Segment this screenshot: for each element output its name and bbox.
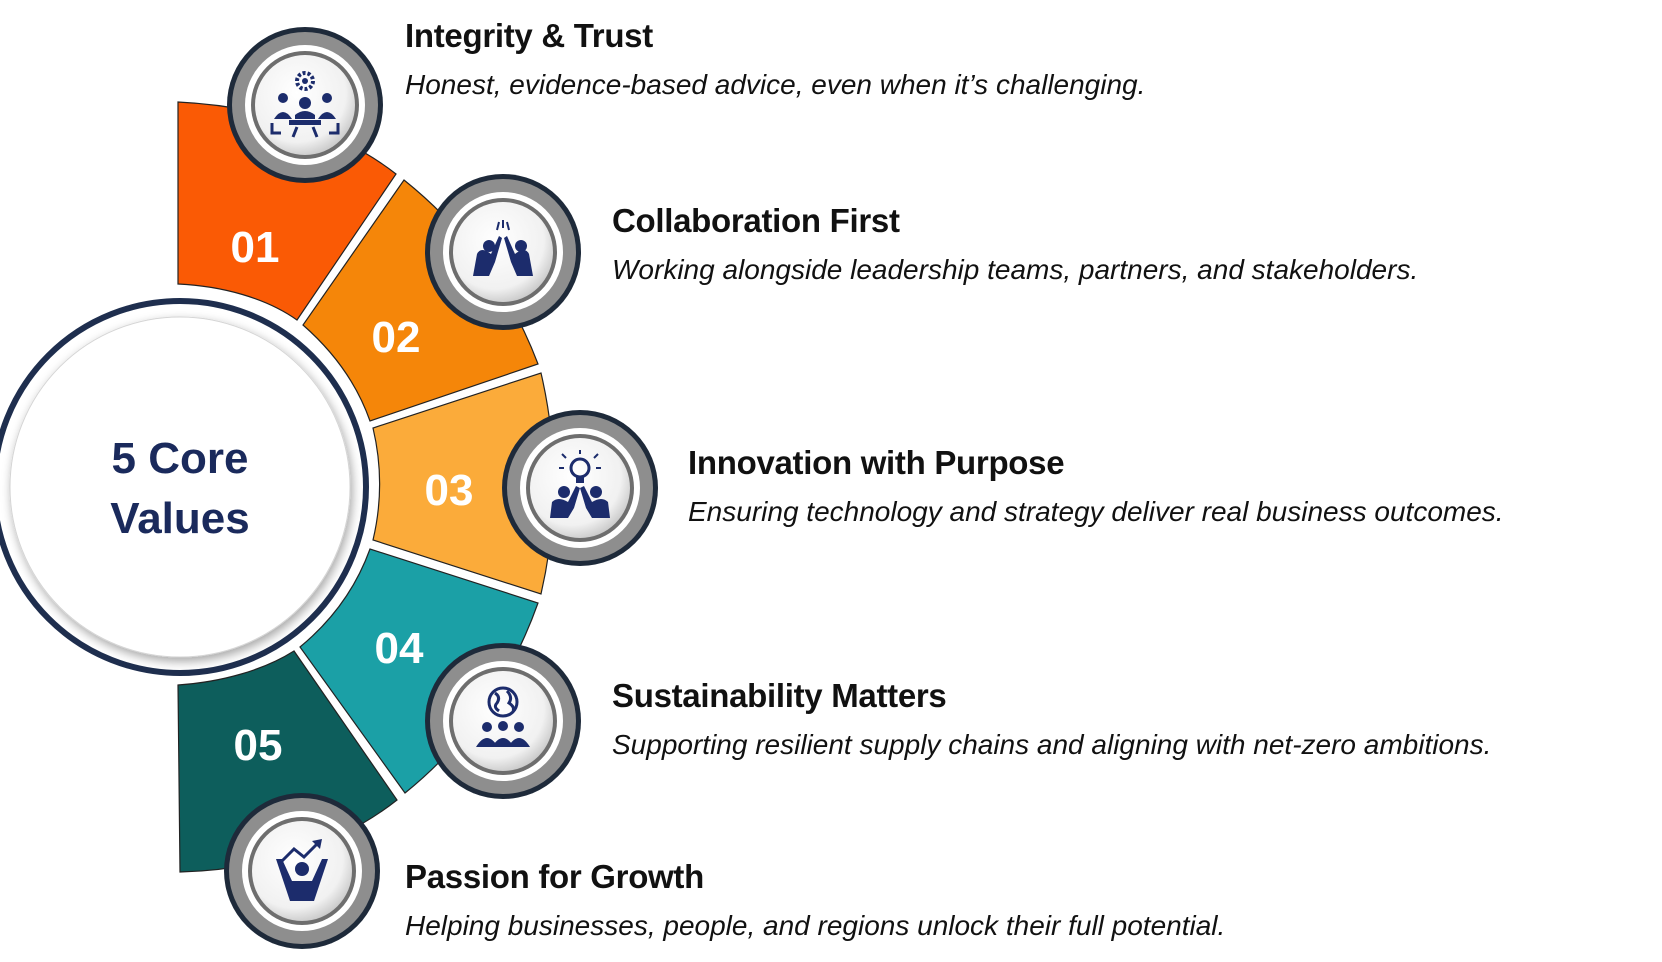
high-five-icon bbox=[473, 220, 533, 276]
center-title-line1: 5 Core bbox=[112, 434, 249, 483]
value-description: Helping businesses, people, and regions … bbox=[405, 910, 1226, 941]
value-title: Sustainability Matters bbox=[612, 677, 947, 714]
segment-number: 01 bbox=[231, 223, 280, 272]
lightbulb-team-icon bbox=[550, 450, 610, 518]
badge-04 bbox=[425, 643, 581, 799]
segment-number: 04 bbox=[375, 624, 424, 673]
badge-05 bbox=[224, 793, 380, 949]
badge-02 bbox=[425, 174, 581, 330]
growth-arrow-person-icon bbox=[276, 839, 328, 901]
value-item-03: Innovation with Purpose Ensuring technol… bbox=[688, 444, 1504, 528]
value-title: Passion for Growth bbox=[405, 858, 704, 895]
value-description: Supporting resilient supply chains and a… bbox=[612, 729, 1492, 760]
team-meeting-gear-icon bbox=[270, 71, 340, 138]
value-title: Collaboration First bbox=[612, 202, 900, 239]
value-item-01: Integrity & Trust Honest, evidence-based… bbox=[405, 17, 1145, 101]
value-title: Integrity & Trust bbox=[405, 17, 653, 54]
value-item-05: Passion for Growth Helping businesses, p… bbox=[405, 858, 1225, 942]
value-title: Innovation with Purpose bbox=[688, 444, 1065, 481]
badge-03 bbox=[502, 410, 658, 566]
value-description: Ensuring technology and strategy deliver… bbox=[688, 496, 1504, 527]
segment-number: 05 bbox=[234, 721, 283, 770]
value-item-02: Collaboration First Working alongside le… bbox=[612, 202, 1418, 286]
value-description: Honest, evidence-based advice, even when… bbox=[405, 69, 1146, 100]
globe-people-icon bbox=[476, 686, 530, 747]
segment-number: 03 bbox=[425, 466, 474, 515]
value-description: Working alongside leadership teams, part… bbox=[612, 254, 1419, 285]
center-circle: 5 Core Values bbox=[0, 298, 369, 676]
center-title-line2: Values bbox=[110, 494, 249, 543]
segment-number: 02 bbox=[372, 313, 421, 362]
badge-01 bbox=[227, 27, 383, 183]
value-item-04: Sustainability Matters Supporting resili… bbox=[612, 677, 1491, 761]
